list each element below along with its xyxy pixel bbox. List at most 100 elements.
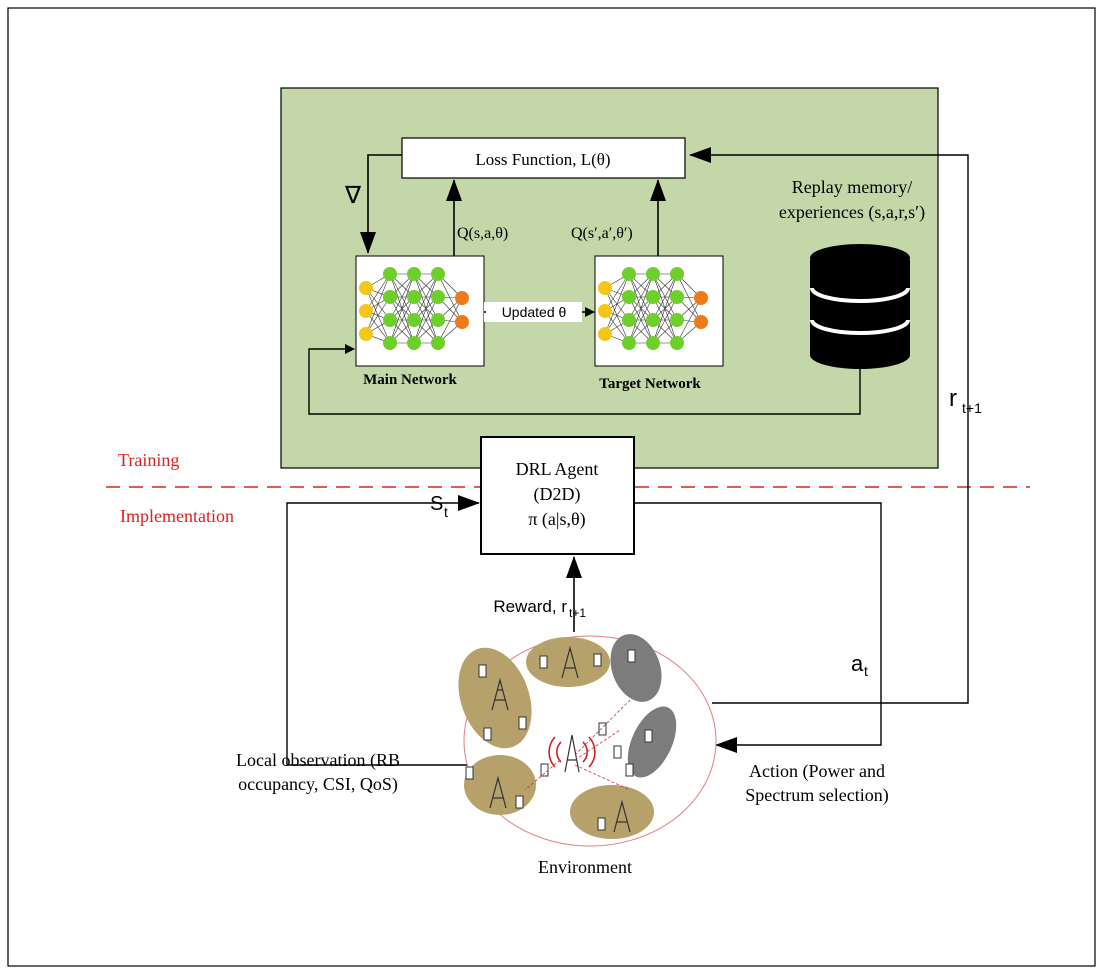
replay-reward-subscript: t+1 <box>962 400 982 416</box>
nn-node <box>694 315 708 329</box>
replay-reward-label: r <box>949 385 957 412</box>
nn-edge <box>365 273 391 312</box>
nn-node <box>646 290 660 304</box>
environment-label: Environment <box>538 857 632 877</box>
action-arrow <box>634 502 882 753</box>
nn-node <box>359 281 373 295</box>
nn-node <box>670 290 684 304</box>
nn-edge <box>628 273 654 321</box>
nn-node <box>455 315 469 329</box>
implementation-section-label: Implementation <box>120 506 234 526</box>
nn-node <box>407 336 421 350</box>
nn-node <box>431 267 445 281</box>
nn-node <box>407 267 421 281</box>
drl-agent-box <box>480 436 635 555</box>
state-subscript: t <box>444 504 448 520</box>
tier-zone-bottom <box>570 785 654 839</box>
observation-line2: occupancy, CSI, QoS) <box>238 774 398 795</box>
nn-node <box>383 313 397 327</box>
nn-node <box>598 281 612 295</box>
action-desc-line2: Spectrum selection) <box>745 785 888 806</box>
nn-node <box>646 267 660 281</box>
nn-edge <box>604 273 630 335</box>
reward-subscript: t+1 <box>569 606 586 620</box>
state-arrow <box>286 495 487 766</box>
loss-function-label: Loss Function, L(θ) <box>475 150 610 169</box>
nn-node <box>694 291 708 305</box>
replay-reward-arrow <box>689 147 969 704</box>
nn-node <box>359 304 373 318</box>
q-target-label: Q(s′,a′,θ′) <box>571 225 633 242</box>
nn-node <box>359 327 373 341</box>
nn-node <box>598 327 612 341</box>
nn-edge <box>365 273 391 335</box>
nn-edge <box>652 296 678 344</box>
nn-node <box>383 336 397 350</box>
nn-edge <box>389 273 415 344</box>
nn-edge <box>389 296 415 344</box>
training-section-label: Training <box>118 450 179 470</box>
nn-node <box>431 290 445 304</box>
nn-edge <box>628 296 654 344</box>
nn-node <box>455 291 469 305</box>
nn-node <box>622 336 636 350</box>
gradient-arrow <box>360 154 402 254</box>
nn-node <box>407 290 421 304</box>
environment-illustration <box>458 634 717 847</box>
nn-node <box>646 336 660 350</box>
nn-edge <box>676 297 702 344</box>
nn-node <box>431 336 445 350</box>
nn-edge <box>628 273 654 344</box>
tier-zone-top <box>526 637 610 687</box>
nn-edge <box>604 273 630 312</box>
main-network-graph <box>359 267 469 350</box>
nn-node <box>646 313 660 327</box>
replay-feedback-arrow <box>308 344 861 415</box>
nn-node <box>383 267 397 281</box>
observation-line1: Local observation (RB <box>236 750 400 771</box>
nn-edge <box>437 273 463 323</box>
nn-node <box>622 313 636 327</box>
nn-edge <box>365 296 391 335</box>
state-label: S <box>430 493 443 515</box>
nn-node <box>383 290 397 304</box>
gradient-symbol: ∇ <box>344 182 362 209</box>
replay-label-line1: Replay memory/ <box>792 177 912 197</box>
q-main-label: Q(s,a,θ) <box>457 225 508 242</box>
nn-node <box>407 313 421 327</box>
nn-node <box>670 336 684 350</box>
nn-node <box>622 267 636 281</box>
nn-node <box>431 313 445 327</box>
main-network-label: Main Network <box>363 372 457 388</box>
action-subscript: t <box>864 663 868 679</box>
nn-edge <box>413 273 439 344</box>
target-network-label: Target Network <box>599 376 701 392</box>
nn-edge <box>413 296 439 344</box>
agent-line2: (D2D) <box>534 484 581 505</box>
nn-node <box>598 304 612 318</box>
target-network-box <box>594 255 724 367</box>
replay-label-line2: experiences (s,a,r,s′) <box>779 202 925 223</box>
nn-node <box>670 313 684 327</box>
target-network-graph <box>598 267 708 350</box>
nn-node <box>670 267 684 281</box>
database-icon <box>810 244 910 369</box>
action-desc-line1: Action (Power and <box>749 761 885 782</box>
nn-edge <box>389 273 415 321</box>
loss-function-box <box>401 137 686 179</box>
update-label: Updated θ <box>502 304 567 320</box>
nn-edge <box>437 297 463 344</box>
nn-edge <box>652 273 678 321</box>
agent-line3: π (a|s,θ) <box>528 509 585 530</box>
nn-node <box>622 290 636 304</box>
update-label-mask <box>486 303 582 321</box>
nn-edge <box>604 296 630 335</box>
agent-line1: DRL Agent <box>516 459 599 479</box>
nn-edge <box>676 273 702 323</box>
reward-label: Reward, r <box>493 597 567 616</box>
nn-edge <box>652 273 678 344</box>
action-label: a <box>851 651 864 676</box>
nn-edge <box>413 273 439 321</box>
grey-zone-top <box>610 634 662 702</box>
